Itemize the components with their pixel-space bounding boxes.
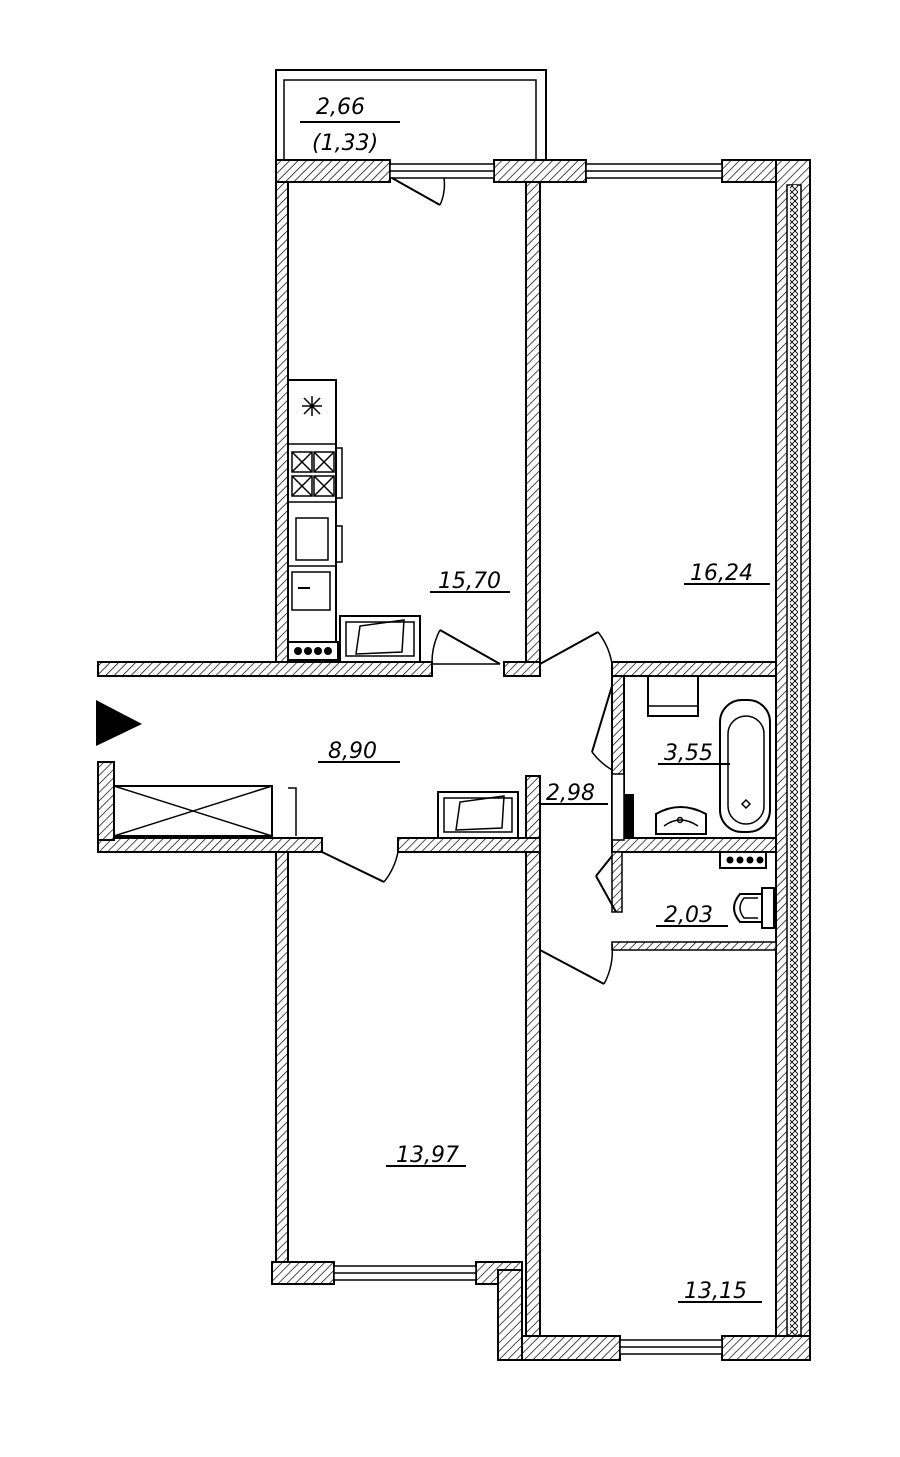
bedroom-se-area: 13,15 (684, 1279, 747, 1304)
doors (321, 177, 617, 985)
toilet-icon (733, 887, 775, 929)
kitchen-area: 15,70 (438, 569, 501, 594)
stove-icon (291, 451, 335, 497)
wardrobe-icon (339, 615, 421, 663)
balcony-area: 2,66 (316, 95, 365, 120)
hall-area: 8,90 (328, 739, 377, 764)
washbasin-icon (655, 806, 707, 835)
balcony-area-reduced: (1,33) (312, 131, 378, 156)
sink-icon (291, 517, 331, 611)
walls (97, 159, 811, 1361)
balcony (275, 69, 547, 160)
shaft (113, 785, 297, 837)
kitchen-counter (287, 379, 343, 645)
radiator-icon (287, 641, 339, 661)
corridor-area: 2,98 (546, 781, 595, 806)
area-labels: 2,66 (1,33) 15,70 16,24 8,90 2,98 3,55 2… (312, 95, 770, 1304)
bathtub-icon (719, 699, 771, 833)
bathroom-area: 3,55 (664, 741, 713, 766)
bedroom-ne-area: 16,24 (690, 561, 753, 586)
bedroom-sw-area: 13,97 (396, 1143, 459, 1168)
washing-machine-icon (647, 675, 699, 717)
windows (333, 163, 723, 1355)
bath-radiator-icon (719, 851, 767, 869)
fridge-icon (302, 396, 322, 416)
hall-wardrobe-icon (437, 791, 519, 839)
bath-wall-column (611, 773, 634, 841)
toilet-area: 2,03 (664, 903, 713, 928)
entrance-arrow-icon (96, 700, 142, 746)
